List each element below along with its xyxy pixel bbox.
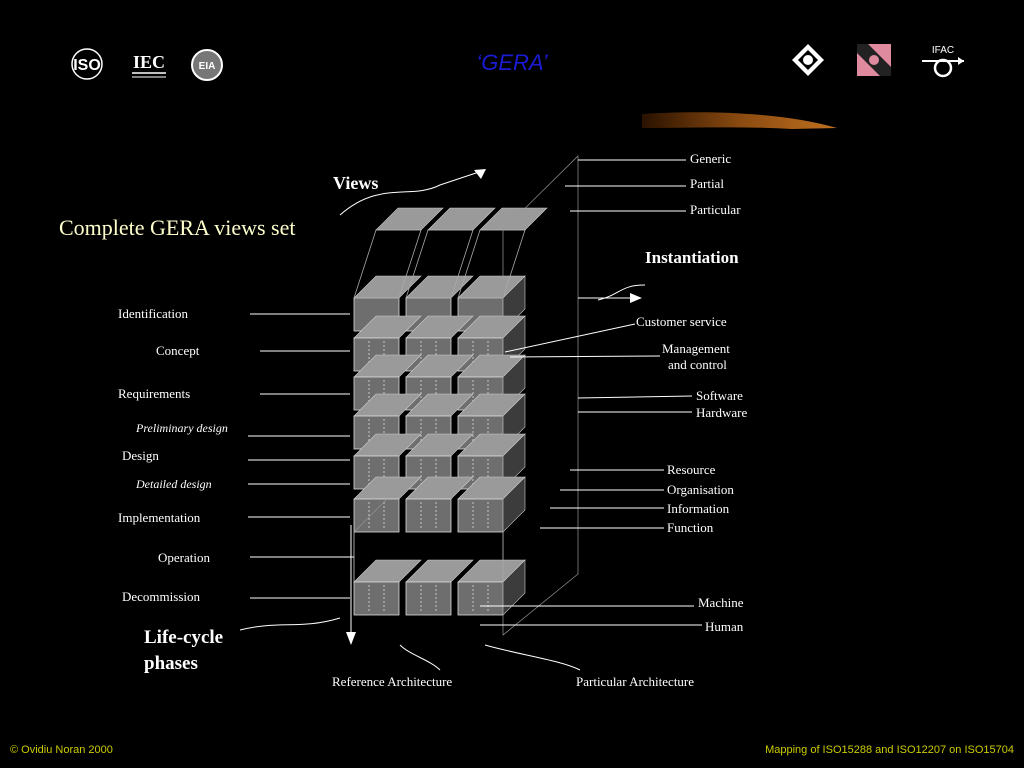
iso-logo-text: ISO	[73, 57, 101, 74]
views-stack-outline	[502, 155, 579, 636]
instantiation-arrow-head	[630, 293, 642, 303]
reference-arch-pointer	[399, 644, 441, 671]
column-cap-c2	[479, 207, 548, 231]
lifecycle-label-line1: Life-cycle	[144, 627, 223, 648]
phase-design: Design	[122, 448, 159, 463]
block-front-r5-c2	[457, 498, 504, 533]
block-front-r6-c2	[457, 581, 504, 616]
view-human: Human	[705, 619, 744, 634]
column-cap-c0	[375, 207, 444, 231]
ifac-logo-text: IFAC	[932, 45, 954, 56]
view-software: Software	[696, 388, 743, 403]
views-label: Views	[333, 173, 378, 193]
iec-logo-text: IEC	[133, 52, 165, 72]
iec-logo-icon: IEC	[128, 48, 170, 85]
view-and-control: and control	[668, 357, 727, 372]
decorative-swoosh	[642, 112, 837, 129]
view-information: Information	[667, 501, 730, 516]
lifecycle-blocks	[353, 155, 579, 636]
view-machine: Machine	[698, 595, 744, 610]
ifac-logo-icon: IFAC	[918, 42, 968, 85]
iso-logo-icon: ISO	[66, 48, 108, 85]
view-function: Function	[667, 520, 714, 535]
footer-copyright: © Ovidiu Noran 2000	[10, 744, 113, 756]
eia-logo-icon: EIA	[188, 48, 226, 87]
inst-particular: Particular	[690, 202, 741, 217]
phase-detailed-design: Detailed design	[135, 477, 212, 491]
views-arrow-path	[339, 169, 486, 216]
operation-gap-diagonal	[353, 489, 397, 533]
slide-subtitle: Complete GERA views set	[59, 215, 296, 240]
view-customer-service: Customer service	[636, 314, 727, 329]
phase-implementation: Implementation	[118, 510, 201, 525]
gera-diagram: Views Instantiation Life-cycle phases Ge…	[118, 151, 747, 689]
particular-architecture-label: Particular Architecture	[576, 674, 694, 689]
lifecycle-curve	[239, 617, 341, 631]
inst-partial: Partial	[690, 176, 724, 191]
column-cap-c1	[427, 207, 496, 231]
block-front-r6-c0	[353, 581, 400, 616]
view-organisation: Organisation	[667, 482, 734, 497]
block-front-r5-c0	[353, 498, 400, 533]
phase-requirements: Requirements	[118, 386, 190, 401]
block-front-r6-c1	[405, 581, 452, 616]
leader-line-10	[509, 355, 661, 358]
block-front-r5-c1	[405, 498, 452, 533]
leader-lines	[239, 159, 702, 671]
eia-logo-text: EIA	[199, 61, 216, 72]
slide-title: ‘GERA’	[476, 50, 548, 75]
footer-caption: Mapping of ISO15288 and ISO12207 on ISO1…	[765, 744, 1014, 756]
view-hardware: Hardware	[696, 405, 747, 420]
instantiation-label: Instantiation	[645, 248, 739, 267]
reference-architecture-label: Reference Architecture	[332, 674, 452, 689]
leader-line-9	[504, 323, 636, 353]
phase-operation: Operation	[158, 550, 210, 565]
lifecycle-label-line2: phases	[144, 653, 198, 674]
particular-arch-pointer	[484, 644, 581, 671]
view-management: Management	[662, 341, 730, 356]
phase-identification: Identification	[118, 306, 189, 321]
views-arrow-head	[474, 169, 486, 179]
inst-generic: Generic	[690, 151, 731, 166]
view-resource: Resource	[667, 462, 716, 477]
instantiation-arrow-curve	[597, 284, 646, 301]
diamond-logo-icon	[790, 42, 826, 83]
pink-square-logo-icon	[856, 43, 892, 82]
phase-concept: Concept	[156, 343, 200, 358]
lifecycle-arrow-head	[346, 632, 356, 645]
phase-preliminary-design: Preliminary design	[135, 421, 228, 435]
leader-line-11	[577, 395, 693, 399]
phase-decommission: Decommission	[122, 589, 200, 604]
